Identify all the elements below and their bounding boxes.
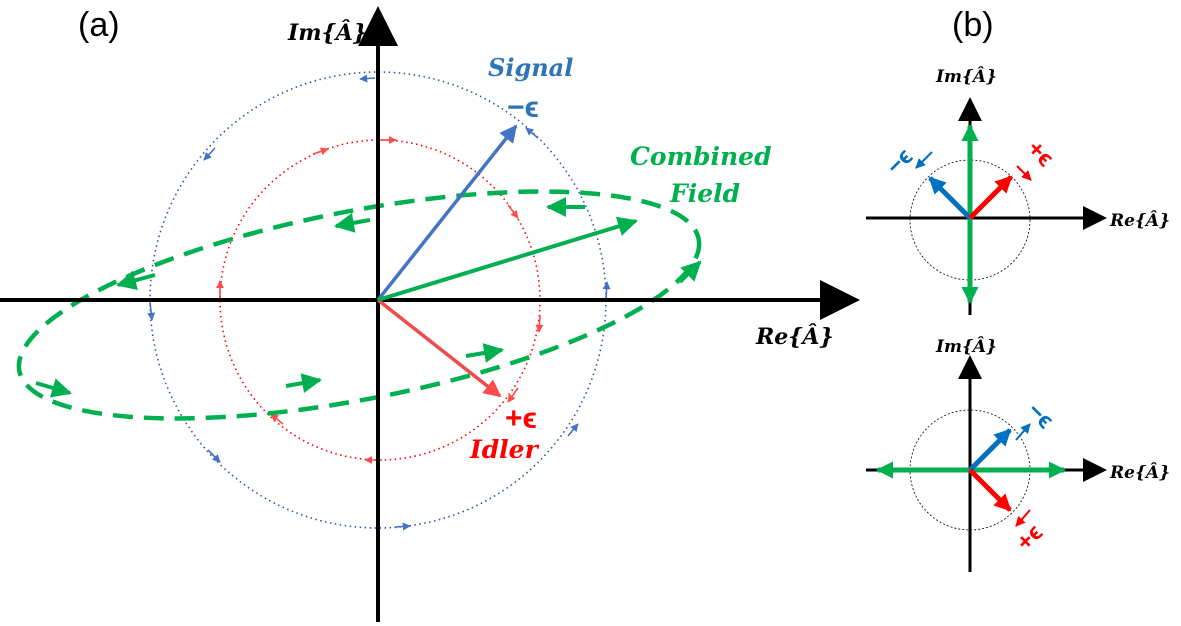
arrow-icon bbox=[207, 449, 221, 463]
arrow-icon bbox=[203, 147, 216, 161]
panel-a-letter: (a) bbox=[78, 6, 120, 44]
bottom-re-axis-label: Re{Â} bbox=[1109, 462, 1170, 483]
arrow-icon bbox=[507, 204, 519, 219]
arrow-icon bbox=[394, 522, 411, 531]
signal-label: Signal bbox=[488, 53, 573, 82]
arrow-icon bbox=[525, 127, 539, 139]
combined-label-line2: Field bbox=[669, 179, 740, 208]
bottom-minus-rotation-icon bbox=[1015, 423, 1031, 441]
signal-orbit-arrows bbox=[147, 74, 611, 531]
signal-detuning-label: −ϵ bbox=[507, 91, 539, 124]
bottom-signal-vector bbox=[968, 428, 1012, 472]
top-im-axis-label: Im{Â} bbox=[935, 66, 997, 87]
combined-label-line1: Combined bbox=[630, 142, 772, 171]
top-idler-vector bbox=[968, 175, 1013, 220]
bottom-im-axis-label: Im{Â} bbox=[935, 336, 997, 357]
top-plus-rotation-icon bbox=[1016, 165, 1032, 181]
arrow-icon bbox=[35, 378, 72, 398]
arrow-icon bbox=[312, 147, 329, 156]
top-signal-vector bbox=[928, 176, 972, 220]
panel-b-top: Im{Â} Re{Â} −ϵ +ϵ bbox=[866, 66, 1170, 315]
arrow-icon bbox=[359, 74, 376, 83]
arrow-icon bbox=[270, 413, 284, 425]
bottom-plus-rotation-icon bbox=[1015, 509, 1031, 527]
signal-vector bbox=[376, 124, 518, 302]
arrow-icon bbox=[678, 260, 702, 284]
arrow-icon bbox=[116, 270, 156, 290]
re-axis-label: Re{Â} bbox=[755, 323, 834, 350]
combined-field-trajectory bbox=[16, 189, 702, 421]
arrow-icon bbox=[507, 387, 519, 403]
idler-detuning-label: +ϵ bbox=[505, 402, 537, 435]
panel-a: (a) bbox=[0, 6, 860, 622]
arrow-icon bbox=[465, 343, 504, 363]
top-orbit bbox=[909, 159, 1031, 281]
panel-b-bottom: Im{Â} Re{Â} −ϵ +ϵ bbox=[866, 336, 1170, 572]
arrow-icon bbox=[567, 423, 579, 437]
im-axis-label: Im{Â} bbox=[287, 19, 367, 46]
arrow-icon bbox=[334, 213, 371, 233]
top-re-axis-label: Re{Â} bbox=[1109, 210, 1170, 231]
bottom-minus-label: −ϵ bbox=[1022, 397, 1059, 434]
top-minus-rotation-icon bbox=[915, 151, 933, 169]
panel-b-letter: (b) bbox=[952, 6, 994, 44]
arrow-icon bbox=[285, 373, 322, 393]
idler-vector bbox=[376, 298, 502, 398]
top-plus-label: +ϵ bbox=[1022, 135, 1059, 172]
idler-orbit-arrows bbox=[216, 136, 544, 464]
bottom-idler-vector bbox=[968, 468, 1012, 512]
idler-label: Idler bbox=[469, 435, 540, 464]
top-minus-label: −ϵ bbox=[881, 143, 918, 180]
panel-b: (b) Im{Â} Re{Â} −ϵ +ϵ bbox=[866, 6, 1170, 572]
combined-vector bbox=[377, 216, 638, 302]
arrow-icon bbox=[535, 314, 544, 333]
combined-trajectory-arrows bbox=[35, 197, 702, 398]
arrow-icon bbox=[602, 281, 611, 301]
arrow-icon bbox=[147, 301, 156, 321]
